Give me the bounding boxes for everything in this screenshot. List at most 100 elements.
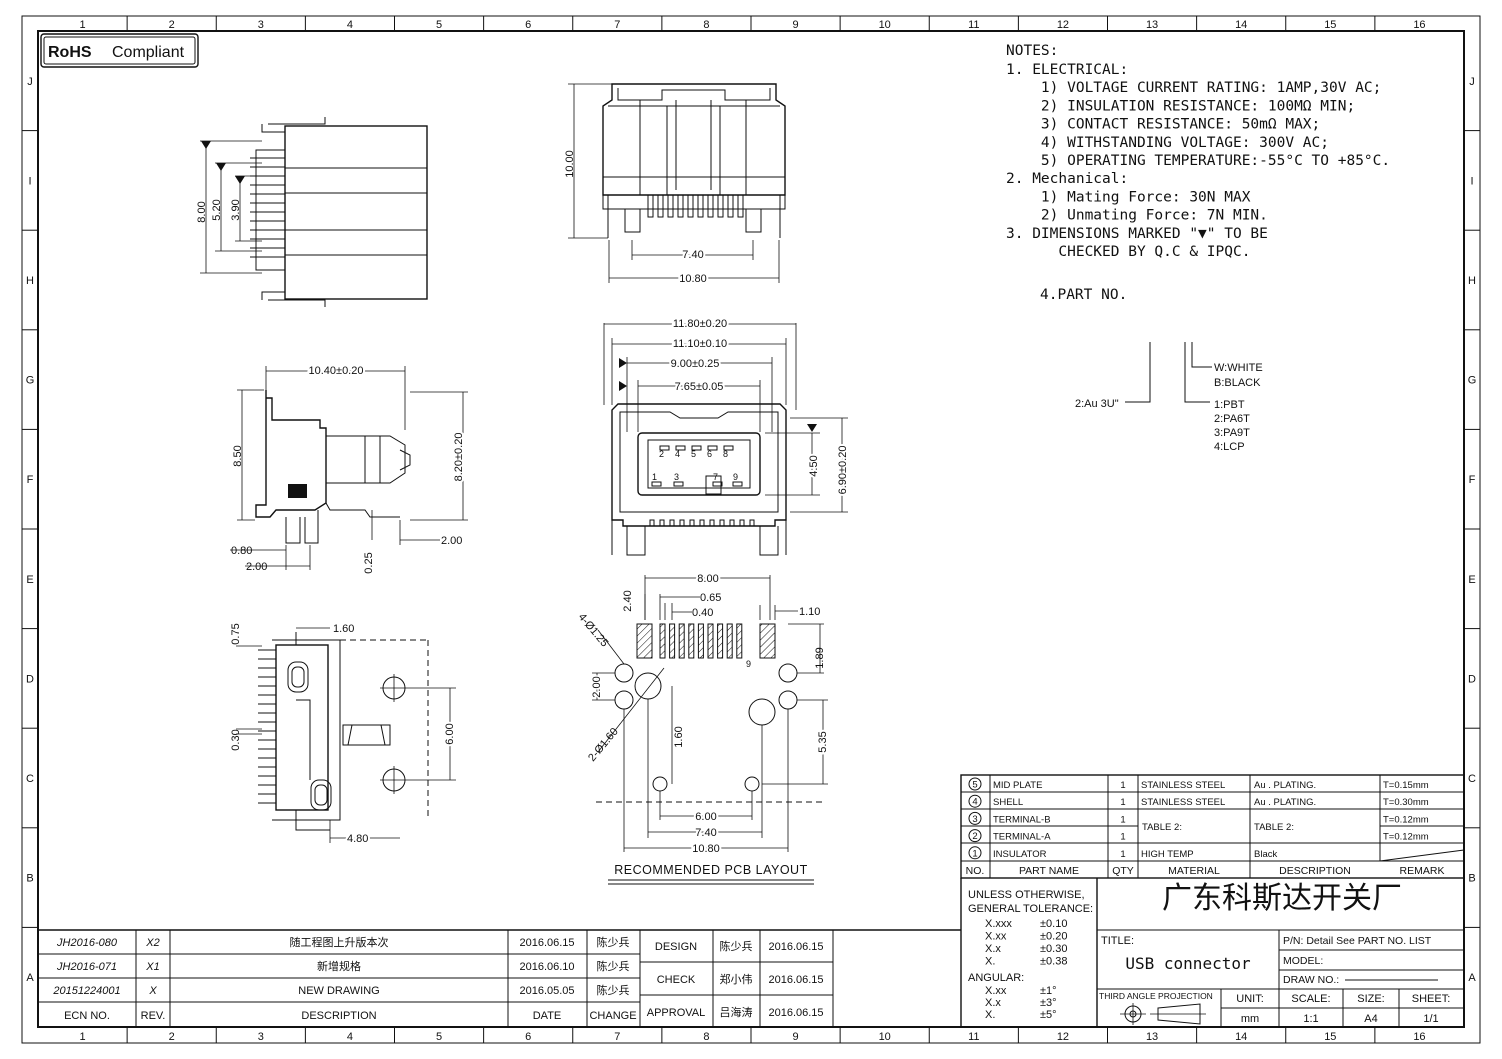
part-code: W:WHITE B:BLACK 2:Au 3U" 1:PBT 2:PA6T 3:… [1075,342,1263,453]
bom-no: 1 [972,848,977,859]
balloon-icon [968,777,982,791]
svg-text:UNIT:: UNIT: [1236,993,1264,1005]
tol-format: X.xx [985,985,1007,997]
tol-value: ±0.30 [1040,943,1067,955]
grid-col-label: 2 [169,19,175,31]
title-block: UNLESS OTHERWISE, GENERAL TOLERANCE: X.x… [960,878,1464,1027]
balloon-icon [968,811,982,825]
tol-format: X. [985,1009,995,1021]
rev-date: 2016.06.10 [519,961,574,973]
grid-col-label: 13 [1146,19,1158,31]
bom-material: STAINLESS STEEL [1141,797,1225,808]
pin-label: 1 [652,472,657,482]
svg-text:5.20: 5.20 [211,199,223,220]
svg-text:CHANGE: CHANGE [589,1010,636,1022]
svg-text:SHEET:: SHEET: [1412,993,1451,1005]
side-view-top: 8.00 5.20 3.90 [196,117,428,307]
grid-col-label: 15 [1324,1031,1336,1043]
svg-text:ECN NO.: ECN NO. [64,1010,110,1022]
bom-remark: T=0.30mm [1383,797,1429,808]
bom-qty: 1 [1120,797,1125,808]
bom-part-name: MID PLATE [993,780,1042,791]
grid-col-label: 10 [879,19,891,31]
approval-date: 2016.06.15 [768,974,823,986]
grid-col-label: 4 [347,19,353,31]
balloon-icon [968,794,982,808]
svg-text:THIRD ANGLE PROJECTION: THIRD ANGLE PROJECTION [1099,991,1213,1001]
grid-col-label: 10 [879,1031,891,1043]
bom-part-name: TERMINAL-A [993,832,1051,843]
svg-text:DESCRIPTION: DESCRIPTION [301,1010,376,1022]
pin-label: 4 [675,449,680,459]
svg-text:7.65±0.05: 7.65±0.05 [675,381,724,393]
svg-text:0.75: 0.75 [230,623,242,644]
balloon-icon [968,829,982,843]
grid-row-label: C [26,773,34,785]
svg-text:0.30: 0.30 [230,729,242,750]
svg-text:NO.: NO. [966,865,985,877]
grid-col-label: 9 [793,19,799,31]
svg-text:2.00: 2.00 [246,561,267,573]
svg-text:4.50: 4.50 [808,455,820,476]
svg-text:10.40±0.20: 10.40±0.20 [309,365,364,377]
note-line: 3) CONTACT RESISTANCE: 50mΩ MAX; [1006,117,1320,133]
bom-remark: T=0.12mm [1383,814,1429,825]
note-line: CHECKED BY Q.C & IPQC. [1006,244,1250,260]
grid-row-label: A [1468,972,1476,984]
svg-text:3.90: 3.90 [230,199,242,220]
tol-value: ±3° [1040,997,1057,1009]
svg-text:PART NAME: PART NAME [1019,865,1079,877]
rev-date: 2016.05.05 [519,985,574,997]
svg-text:7.40: 7.40 [695,827,716,839]
grid-row-label: E [26,574,33,586]
rev-description: NEW DRAWING [298,985,379,997]
rev-ecn: JH2016-080 [56,937,118,949]
svg-text:11.80±0.20: 11.80±0.20 [673,318,727,330]
svg-text:2.00: 2.00 [591,676,603,697]
grid-col-label: 8 [703,19,709,31]
note-line: 5) OPERATING TEMPERATURE:-55°C TO +85°C. [1006,153,1390,169]
approval-label: DESIGN [655,941,697,953]
side-view-mid: 10.40±0.20 8.50 8.20±0.20 0.80 2.00 0.25… [230,363,468,574]
grid-row-label: F [1469,474,1476,486]
note-line: 2. Mechanical: [1006,171,1128,187]
approval-date: 2016.06.15 [768,941,823,953]
bom-remark: T=0.12mm [1383,832,1429,843]
bom-qty: 1 [1120,832,1125,843]
svg-text:TITLE:: TITLE: [1101,935,1134,947]
bom-qty: 1 [1120,814,1125,825]
grid-row-label: D [26,673,34,685]
grid-row-label: G [26,375,35,387]
bom-description: Au . PLATING. [1254,780,1316,791]
svg-text:10.80: 10.80 [692,843,720,855]
svg-text:0.65: 0.65 [700,592,721,604]
svg-text:TABLE 2:: TABLE 2: [1142,822,1182,833]
note-line: 4) WITHSTANDING VOLTAGE: 300V AC; [1006,135,1329,151]
tol-format: X.x [985,997,1001,1009]
grid-col-label: 2 [169,1031,175,1043]
svg-text:DATE: DATE [533,1010,562,1022]
tol-value: ±0.10 [1040,918,1067,930]
note-line: 1. ELECTRICAL: [1006,62,1128,78]
grid-col-label: 14 [1235,1031,1247,1043]
grid-col-label: 1 [80,1031,86,1043]
svg-text:MATERIAL: MATERIAL [1168,865,1220,877]
svg-text:TABLE 2:: TABLE 2: [1254,822,1294,833]
grid-col-label: 14 [1235,19,1247,31]
rev-code: X1 [145,961,159,973]
company-name: 广东科斯达开关厂 [1162,881,1402,916]
grid-col-label: 8 [703,1031,709,1043]
rohs-badge: RoHS Compliant [40,33,199,68]
grid-col-label: 5 [436,19,442,31]
grid-col-label: 12 [1057,19,1069,31]
svg-text:0.40: 0.40 [692,607,713,619]
projection-symbol-icon [1120,1003,1206,1025]
grid-row-label: A [26,972,34,984]
approval-name: 郑小伟 [720,972,753,986]
note-line: 2) INSULATION RESISTANCE: 100MΩ MIN; [1006,98,1355,114]
grid-row-label: J [1469,76,1475,88]
front-view-top: 10.00 7.40 10.80 [564,83,786,287]
pin-label: 2 [659,449,664,459]
